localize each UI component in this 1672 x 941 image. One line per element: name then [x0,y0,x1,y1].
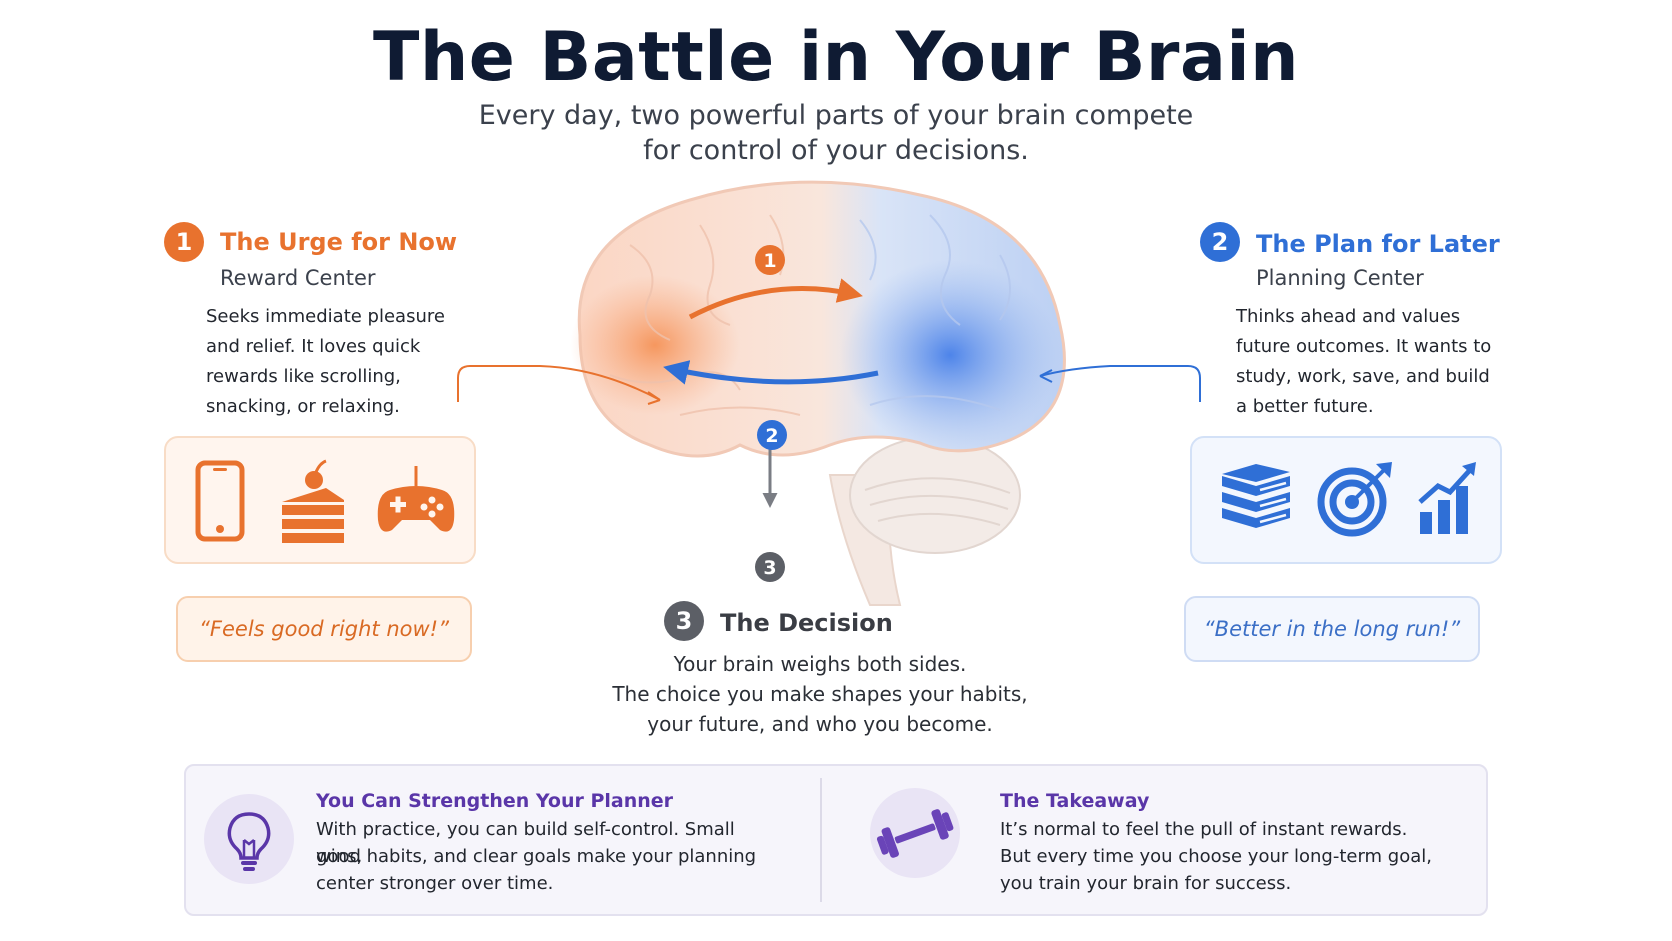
page-subtitle-line-2: for control of your decisions. [643,135,1029,166]
plan-title: The Plan for Later [1256,230,1500,258]
gamepad-icon [377,466,455,532]
plan-connector [1039,365,1201,402]
dumbbell-icon-circle [870,788,960,878]
takeaway-line-3: you train your brain for success. [1000,873,1292,894]
decision-line-3: your future, and who you become. [647,712,993,736]
strengthen-line-1: With practice, you can build self-contro… [316,819,735,867]
arrow-urge-to-plan [688,278,863,320]
urge-quote: “Feels good right now!” [176,596,472,662]
urge-description: Seeks immediate pleasure and relief. It … [206,306,445,417]
marker-3-label: 3 [763,557,776,579]
strengthen-line-3: center stronger over time. [316,873,554,894]
takeaway-title: The Takeaway [1000,790,1150,812]
page-title: The Battle in Your Brain [372,18,1300,97]
marker-2-label: 2 [765,425,778,447]
page-subtitle-line-1: Every day, two powerful parts of your br… [478,100,1194,131]
plan-icon-box [1190,436,1502,564]
marker-3 [755,552,785,582]
urge-subtitle: Reward Center [220,266,376,290]
strengthen-line-2: good habits, and clear goals make your p… [316,846,757,867]
phone-icon [195,460,245,542]
target-icon [1317,462,1392,537]
takeaway-line-1: It’s normal to feel the pull of instant … [1000,819,1408,840]
decision-line-1: Your brain weighs both sides. [673,652,967,676]
plan-number-badge: 2 [1200,222,1240,262]
growth-chart-icon [1418,462,1476,534]
marker-1 [755,245,785,275]
plan-description: Thinks ahead and values future outcomes.… [1236,306,1492,417]
dumbbell-icon [876,809,954,858]
decision-number-badge: 3 [664,601,704,641]
urge-number-badge: 1 [164,222,204,262]
plan-subtitle: Planning Center [1256,266,1424,290]
lightbulb-icon-circle [204,794,294,884]
books-icon [1222,464,1290,528]
decision-title: The Decision [720,609,893,637]
cake-icon [282,459,344,543]
decision-line-2: The choice you make shapes your habits, [612,682,1028,706]
bottom-panel [184,764,1488,916]
bottom-divider [820,778,822,902]
plan-quote: “Better in the long run!” [1184,596,1480,662]
urge-title: The Urge for Now [220,228,458,256]
brain-illustration: 1 2 3 [570,180,1066,606]
urge-icon-box [164,436,476,564]
urge-connector [457,365,661,402]
marker-2 [757,420,787,450]
marker-1-label: 1 [763,250,776,272]
lightbulb-icon [227,812,271,871]
arrow-plan-to-urge [663,360,879,385]
takeaway-line-2: But every time you choose your long-term… [1000,846,1432,867]
strengthen-title: You Can Strengthen Your Planner [316,790,674,812]
